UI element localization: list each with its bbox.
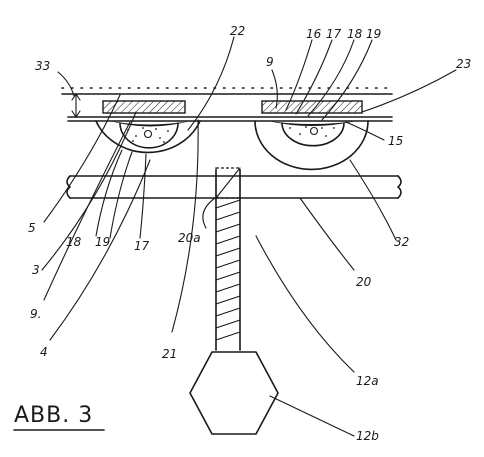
label-18: 18 [347,27,363,41]
top-layer [61,87,393,122]
label-4: 4 [40,345,48,359]
dimension-arrow-33 [71,93,81,118]
label-18-left: 18 [66,235,82,249]
label-3: 3 [32,263,40,277]
leader-lines [41,36,457,437]
label-9-bottom: 9. [30,307,41,321]
label-17: 17 [326,27,342,41]
right-hemisphere [254,100,369,171]
figure-title: ABB. 3 [13,403,105,431]
left-hemisphere [95,100,201,154]
label-33: 33 [35,59,50,73]
reference-labels: 33 22 16 17 18 19 23 9 15 5 18 19 17 20a… [28,24,471,443]
hex-head [189,351,279,435]
label-21: 21 [162,347,177,361]
label-16: 16 [306,27,322,41]
label-5: 5 [28,221,36,235]
crossbar-20 [66,175,402,199]
label-19: 19 [366,27,381,41]
label-32: 32 [394,235,409,249]
label-23: 23 [456,57,471,71]
label-20a: 20a [178,231,201,245]
label-22: 22 [230,24,245,38]
label-9-top: 9 [266,55,274,69]
label-19-left: 19 [95,235,110,249]
label-12a: 12a [356,374,379,388]
label-17-left: 17 [134,239,150,253]
label-12b: 12b [356,429,379,443]
label-20: 20 [356,275,372,289]
label-15: 15 [388,134,403,148]
figure-title-text: ABB. 3 [14,403,93,428]
threaded-rod [215,167,241,351]
